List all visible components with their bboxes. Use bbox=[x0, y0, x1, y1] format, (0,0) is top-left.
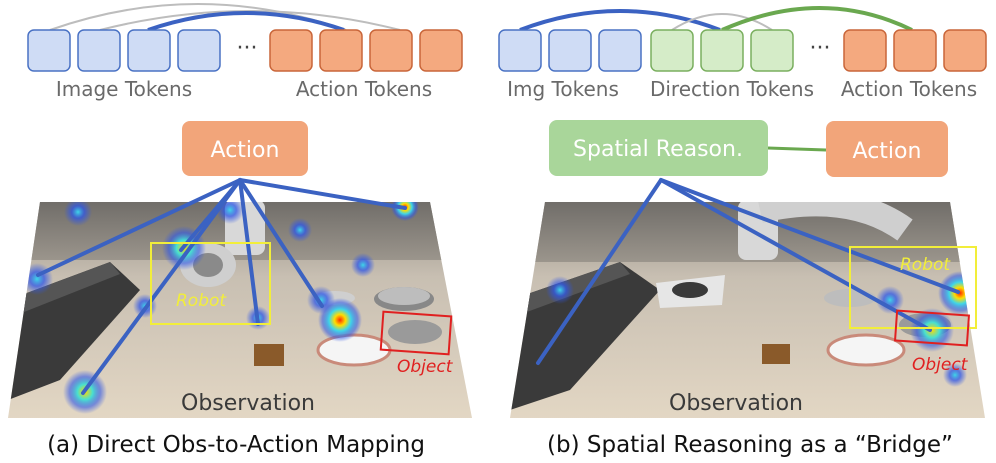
attention-lines bbox=[536, 178, 960, 365]
image-token bbox=[548, 29, 592, 72]
token-ellipsis: ··· bbox=[237, 36, 258, 61]
object-box bbox=[379, 310, 453, 356]
action-token bbox=[319, 29, 363, 72]
token-arcs bbox=[519, 6, 913, 32]
action-tokens bbox=[269, 29, 463, 72]
img-tokens-label: Img Tokens bbox=[507, 77, 619, 101]
image-token bbox=[498, 29, 542, 72]
object-label: Object bbox=[912, 355, 969, 375]
blue-arc bbox=[147, 11, 345, 32]
action-box-label: Action bbox=[853, 139, 922, 164]
direction-token bbox=[650, 29, 694, 72]
observation-label: Observation bbox=[669, 391, 803, 416]
action-token bbox=[943, 29, 987, 72]
attention-lines bbox=[36, 178, 407, 395]
action-token bbox=[369, 29, 413, 72]
observation-image bbox=[510, 202, 985, 418]
gray-arc bbox=[99, 10, 401, 31]
direction-tokens bbox=[650, 29, 794, 72]
action-box-label: Action bbox=[211, 138, 280, 163]
observation-label: Observation bbox=[181, 391, 315, 416]
direction-token bbox=[750, 29, 794, 72]
robot-box bbox=[849, 246, 977, 329]
object-box bbox=[893, 309, 971, 347]
direction-token bbox=[700, 29, 744, 72]
image-token bbox=[77, 29, 121, 72]
image-tokens bbox=[27, 29, 221, 72]
image-token bbox=[177, 29, 221, 72]
action-token bbox=[269, 29, 313, 72]
action-tokens bbox=[843, 29, 987, 72]
image-tokens bbox=[498, 29, 642, 72]
action-tokens-label: Action Tokens bbox=[841, 77, 977, 101]
action-token bbox=[419, 29, 463, 72]
robot-label: Robot bbox=[176, 291, 227, 311]
spatial-reason-box: Spatial Reason. bbox=[549, 120, 768, 176]
image-tokens-label: Image Tokens bbox=[56, 77, 192, 101]
panel-a: ··· Image Tokens Action Tokens bbox=[8, 3, 472, 458]
spatial-reason-label: Spatial Reason. bbox=[573, 137, 743, 162]
image-token bbox=[127, 29, 171, 72]
panel-b: ··· Img Tokens Direction Tokens Action T… bbox=[498, 6, 987, 458]
green-arc bbox=[721, 6, 913, 32]
action-box: Action bbox=[826, 121, 948, 177]
direction-tokens-label: Direction Tokens bbox=[650, 77, 814, 101]
caption-b: (b) Spatial Reasoning as a “Bridge” bbox=[547, 432, 953, 458]
action-box: Action bbox=[182, 121, 308, 176]
reason-action-connector bbox=[767, 146, 827, 152]
image-token bbox=[27, 29, 71, 72]
robot-label: Robot bbox=[900, 255, 951, 275]
caption-a: (a) Direct Obs-to-Action Mapping bbox=[47, 432, 425, 458]
robot-box bbox=[150, 242, 271, 325]
action-tokens-label: Action Tokens bbox=[296, 77, 432, 101]
object-label: Object bbox=[397, 357, 454, 377]
token-ellipsis: ··· bbox=[810, 36, 831, 61]
observation-image bbox=[8, 202, 472, 418]
action-token bbox=[893, 29, 937, 72]
gray-arc bbox=[671, 13, 773, 31]
token-arcs bbox=[49, 3, 401, 32]
blue-arc bbox=[519, 9, 721, 32]
image-token bbox=[598, 29, 642, 72]
action-token bbox=[843, 29, 887, 72]
